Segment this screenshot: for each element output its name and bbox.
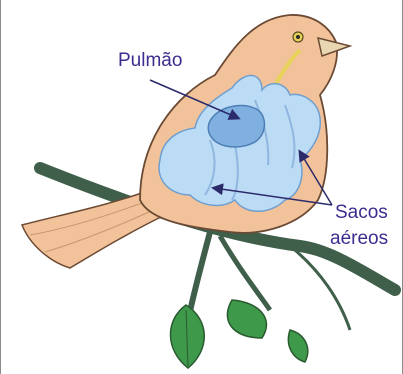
label-lung: Pulmão <box>118 50 182 71</box>
label-air-sacs-line2: aéreos <box>330 228 388 249</box>
label-air-sacs-line1: Sacos <box>335 202 388 223</box>
bird-eye <box>293 32 303 42</box>
leaves <box>170 300 307 368</box>
